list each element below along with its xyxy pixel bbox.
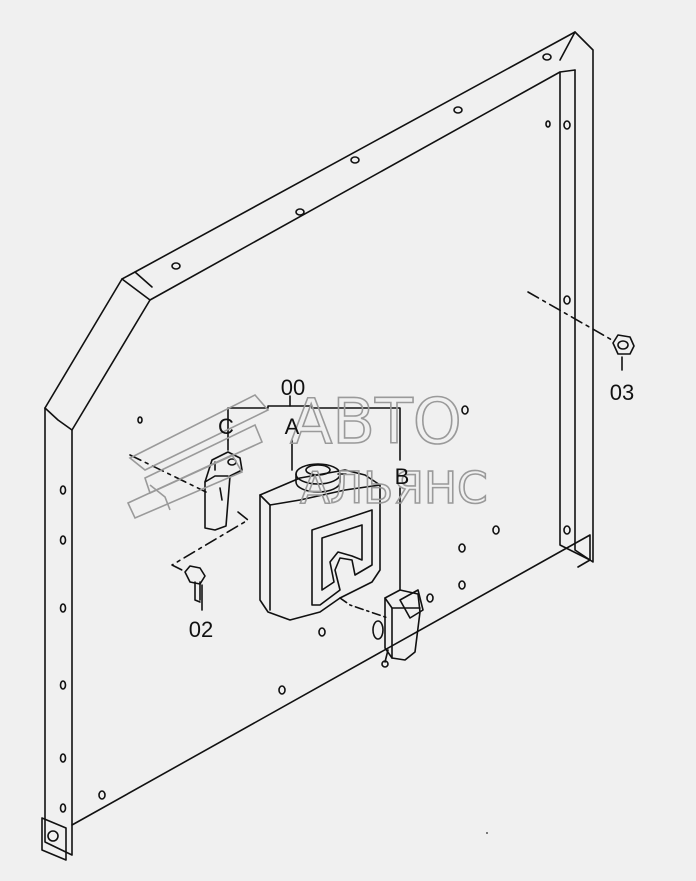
- label-part-a: A: [285, 414, 300, 439]
- axis-lines: [129, 291, 613, 573]
- label-nut: 03: [610, 380, 634, 405]
- washer-pump: [372, 589, 424, 668]
- speck-dot: [486, 832, 488, 834]
- watermark: АВТО АЛЬЯНС: [126, 384, 489, 520]
- bolt-02: [184, 565, 206, 603]
- nut-03: [612, 334, 635, 355]
- label-part-c: C: [218, 414, 234, 439]
- leader-lines: [201, 356, 623, 619]
- watermark-line2: АЛЬЯНС: [300, 463, 488, 514]
- watermark-logo-icon: [126, 394, 270, 520]
- washer-tank: [259, 463, 381, 621]
- panel-holes: [59, 53, 571, 813]
- panel-frame: [44, 31, 594, 856]
- callout-labels: 00 A B C 02 03: [189, 375, 634, 642]
- label-bolt: 02: [189, 617, 213, 642]
- label-assembly: 00: [281, 375, 305, 400]
- bottom-bracket: [41, 817, 67, 861]
- label-part-b: B: [395, 464, 410, 489]
- watermark-line1: АВТО: [290, 385, 462, 458]
